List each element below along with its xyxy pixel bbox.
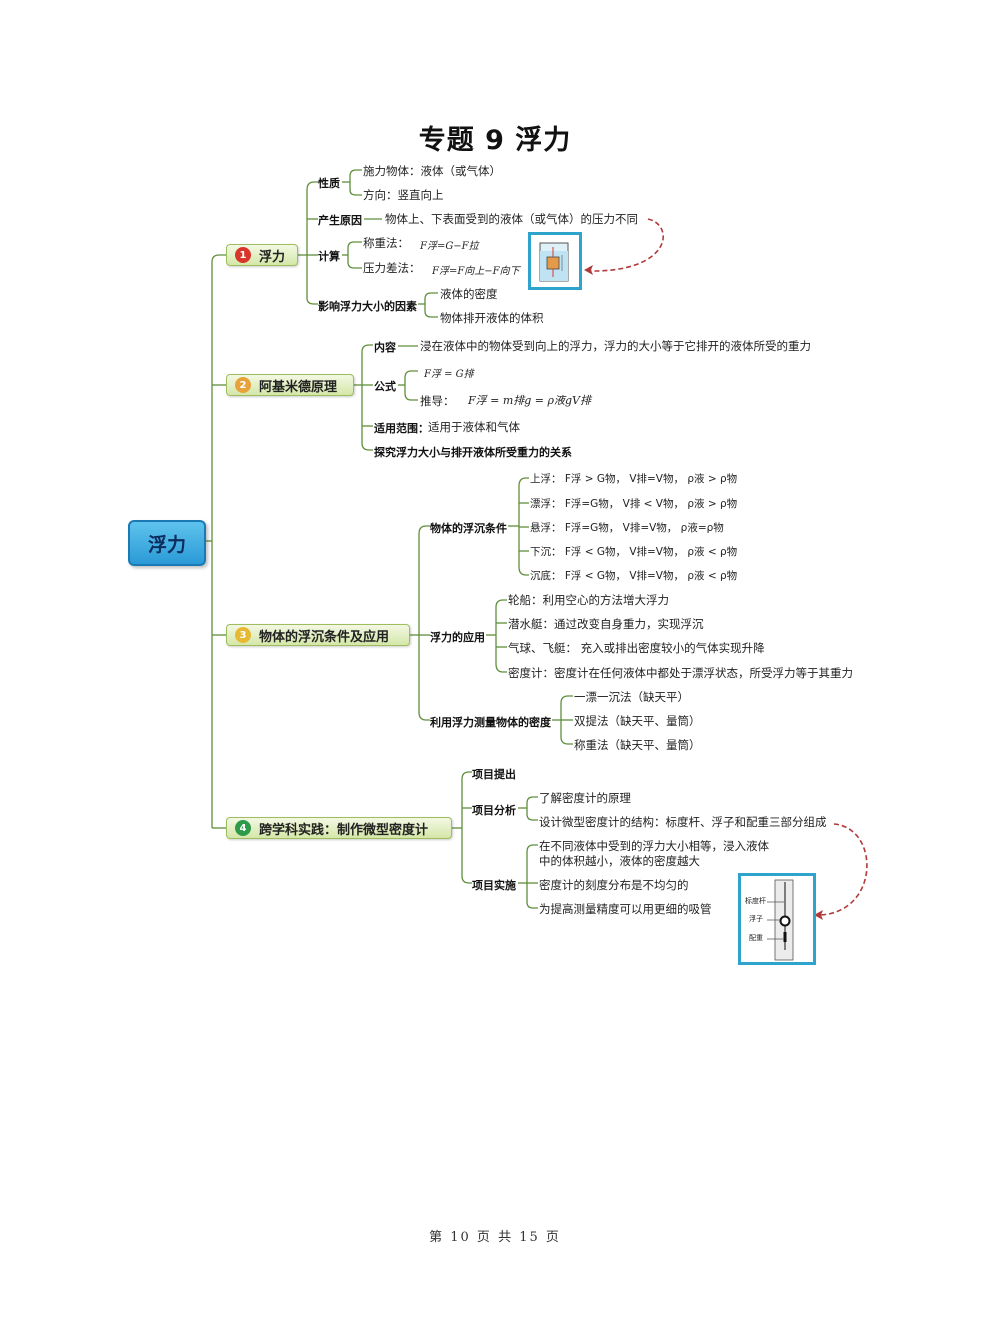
impl-1b: 中的体积越小，液体的密度越大 [539, 854, 700, 868]
node-yinsu: 影响浮力大小的因素 [318, 300, 417, 313]
app-submarine: 潜水艇：通过改变自身重力，实现浮沉 [508, 617, 704, 631]
hydrometer-illustration: 标度杆 浮子 配重 [738, 873, 816, 965]
node-yinsu-a: 液体的密度 [440, 287, 498, 301]
node-shishi: 项目实施 [472, 879, 516, 892]
branch-number: 4 [235, 820, 251, 836]
branch-label: 阿基米德原理 [259, 379, 338, 395]
hydrometer-drawing [767, 879, 794, 961]
node-neirong: 内容 [374, 341, 396, 354]
label-scale-rod: 标度杆 [745, 897, 766, 905]
impl-2: 密度计的刻度分布是不均匀的 [539, 878, 689, 892]
node-tiaojian: 物体的浮沉条件 [430, 522, 507, 535]
formula-derivation: F浮 = m排g = ρ液gV排 [468, 394, 591, 407]
page-footer: 第 10 页 共 15 页 [429, 1230, 561, 1245]
label-weight: 配重 [749, 934, 763, 942]
node-celiang: 利用浮力测量物体的密度 [430, 716, 551, 729]
method-2: 双提法（缺天平、量筒） [574, 714, 701, 728]
cond-bottom: 沉底： F浮 < G物， V排=V物， ρ液 < ρ物 [530, 570, 738, 582]
branch-archimedes: 2 阿基米德原理 [226, 374, 354, 396]
branch-label: 跨学科实践：制作微型密度计 [259, 822, 429, 838]
app-balloon: 气球、飞艇： 充入或排出密度较小的气体实现升降 [508, 641, 765, 655]
node-jisuan-a: 称重法： [363, 236, 409, 250]
node-xingzhi: 性质 [318, 177, 340, 190]
root-node: 浮力 [128, 520, 206, 566]
branch-float-sink: 3 物体的浮沉条件及应用 [226, 624, 410, 646]
node-tichu: 项目提出 [472, 768, 516, 781]
branch-number: 3 [235, 627, 251, 643]
analysis-1: 了解密度计的原理 [539, 791, 631, 805]
label-float: 浮子 [749, 915, 763, 923]
analysis-2: 设计微型密度计的结构：标度杆、浮子和配重三部分组成 [539, 815, 827, 829]
node-neirong-a: 浸在液体中的物体受到向上的浮力，浮力的大小等于它排开的液体所受的重力 [420, 339, 811, 353]
node-fanwei: 适用范围： [374, 422, 429, 435]
branch-label: 浮力 [259, 249, 286, 265]
cond-float: 漂浮： F浮=G物， V排 < V物， ρ液 > ρ物 [530, 498, 738, 510]
impl-3: 为提高测量精度可以用更细的吸管 [539, 902, 712, 916]
cond-sink: 下沉： F浮 < G物， V排=V物， ρ液 < ρ物 [530, 546, 738, 558]
page-title: 专题 9 浮力 [418, 125, 572, 156]
node-xingzhi-a: 施力物体：液体（或气体） [363, 164, 501, 178]
node-fanwei-a: 适用于液体和气体 [428, 420, 520, 434]
formula-pressure-diff: F浮=F向上−F向下 [432, 266, 520, 277]
beaker-illustration [528, 232, 582, 290]
impl-1a: 在不同液体中受到的浮力大小相等，浸入液体 [539, 839, 769, 853]
branch-practice: 4 跨学科实践：制作微型密度计 [226, 817, 452, 839]
node-jisuan: 计算 [318, 250, 340, 263]
branch-label: 物体的浮沉条件及应用 [259, 629, 390, 645]
node-yinsu-b: 物体排开液体的体积 [440, 311, 544, 325]
app-hydrometer: 密度计：密度计在任何液体中都处于漂浮状态，所受浮力等于其重力 [508, 666, 853, 680]
method-3: 称重法（缺天平、量筒） [574, 738, 701, 752]
node-jisuan-b: 压力差法： [363, 261, 421, 275]
branch-number: 1 [235, 247, 251, 263]
node-yingyong: 浮力的应用 [430, 631, 485, 644]
node-yuanyin: 产生原因 [318, 214, 362, 227]
cond-suspend: 悬浮： F浮=G物， V排=V物， ρ液=ρ物 [530, 522, 724, 534]
node-gongshi-b: 推导： [420, 394, 455, 408]
app-ship: 轮船：利用空心的方法增大浮力 [508, 593, 669, 607]
method-1: 一漂一沉法（缺天平） [574, 690, 689, 704]
formula-archimedes: F浮 = G排 [424, 369, 474, 380]
branch-buoyancy: 1 浮力 [226, 244, 298, 266]
cond-rise: 上浮： F浮 > G物， V排=V物， ρ液 > ρ物 [530, 473, 738, 485]
node-tanjiu: 探究浮力大小与排开液体所受重力的关系 [374, 446, 572, 459]
formula-weighing: F浮=G−F拉 [420, 241, 479, 252]
node-fenxi: 项目分析 [472, 804, 516, 817]
beaker-drawing [539, 242, 569, 282]
branch-number: 2 [235, 377, 251, 393]
node-gongshi: 公式 [374, 380, 396, 393]
node-yuanyin-a: 物体上、下表面受到的液体（或气体）的压力不同 [385, 212, 638, 226]
node-xingzhi-b: 方向：竖直向上 [363, 188, 444, 202]
